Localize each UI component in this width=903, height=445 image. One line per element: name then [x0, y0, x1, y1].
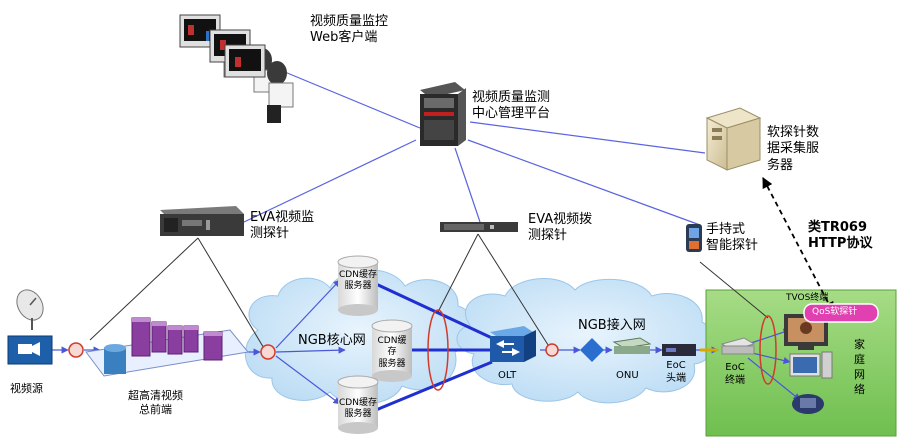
- cdn-cylinder-icon: [337, 375, 379, 434]
- handheld-probe-label: 手持式 智能探针: [706, 222, 759, 254]
- eoc-terminal-label: EoC 终端: [725, 362, 745, 386]
- eoc-head-icon: [662, 344, 696, 356]
- onu-router-icon: [580, 337, 652, 362]
- file-server-icon: [705, 107, 762, 171]
- phone-icon: [792, 394, 824, 414]
- server-tower-icon: [420, 82, 466, 146]
- eoc-head-label: EoC 头端: [666, 360, 686, 384]
- cdn-label-3: CDN缓存 服务器: [339, 398, 377, 420]
- onu-label: ONU: [616, 370, 639, 381]
- monitor-points: [68, 309, 777, 391]
- qos-probe-label: QoS软探针: [812, 307, 858, 317]
- platform-label: 视频质量监测 中心管理平台: [472, 90, 551, 122]
- operator-workstations-icon: [179, 14, 294, 123]
- eva-monitor-probe-label: EVA视频监 测探针: [250, 210, 315, 242]
- olt-switch-icon: [490, 326, 536, 362]
- home-network-label: 家 庭 网 络: [854, 338, 865, 396]
- cdn-cylinder-icon: [371, 319, 413, 382]
- rack-probe-icon: [160, 206, 244, 236]
- cdn-label-1: CDN缓存 服务器: [339, 270, 377, 292]
- ngb-core-label: NGB核心网: [298, 333, 366, 348]
- eoc-modem-icon: [720, 337, 756, 355]
- qos-probe-badge: [803, 303, 879, 323]
- ngb-access-label: NGB接入网: [578, 318, 646, 333]
- ngb-access-cloud: [456, 278, 715, 404]
- web-client-label: 视频质量监控 Web客户端: [310, 14, 389, 46]
- pc-icon: [789, 351, 833, 379]
- tvos-terminal-label: TVOS终端: [786, 293, 829, 303]
- soft-probe-server-label: 软探针数 据采集服 务器: [767, 125, 820, 173]
- satellite-dish-icon: [16, 289, 44, 330]
- headend-servers-icon: [85, 317, 249, 377]
- protocol-label: 类TR069 HTTP协议: [808, 220, 873, 252]
- slim-probe-icon: [440, 222, 518, 232]
- eva-dial-probe-label: EVA视频拨 测探针: [528, 212, 593, 244]
- cdn-cylinder-icon: [337, 255, 379, 316]
- handheld-probe-icon: [686, 224, 702, 252]
- cdn-label-2: CDN缓 存 服务器: [377, 336, 407, 369]
- protocol-dashed-arrow: [762, 177, 834, 313]
- headend-label: 超高清视频 总前端: [128, 389, 183, 416]
- management-links: [243, 69, 706, 226]
- camera-encoder-icon: [7, 335, 53, 365]
- olt-label: OLT: [498, 370, 517, 381]
- video-source-label: 视频源: [10, 382, 43, 395]
- probe-lines: [89, 233, 769, 351]
